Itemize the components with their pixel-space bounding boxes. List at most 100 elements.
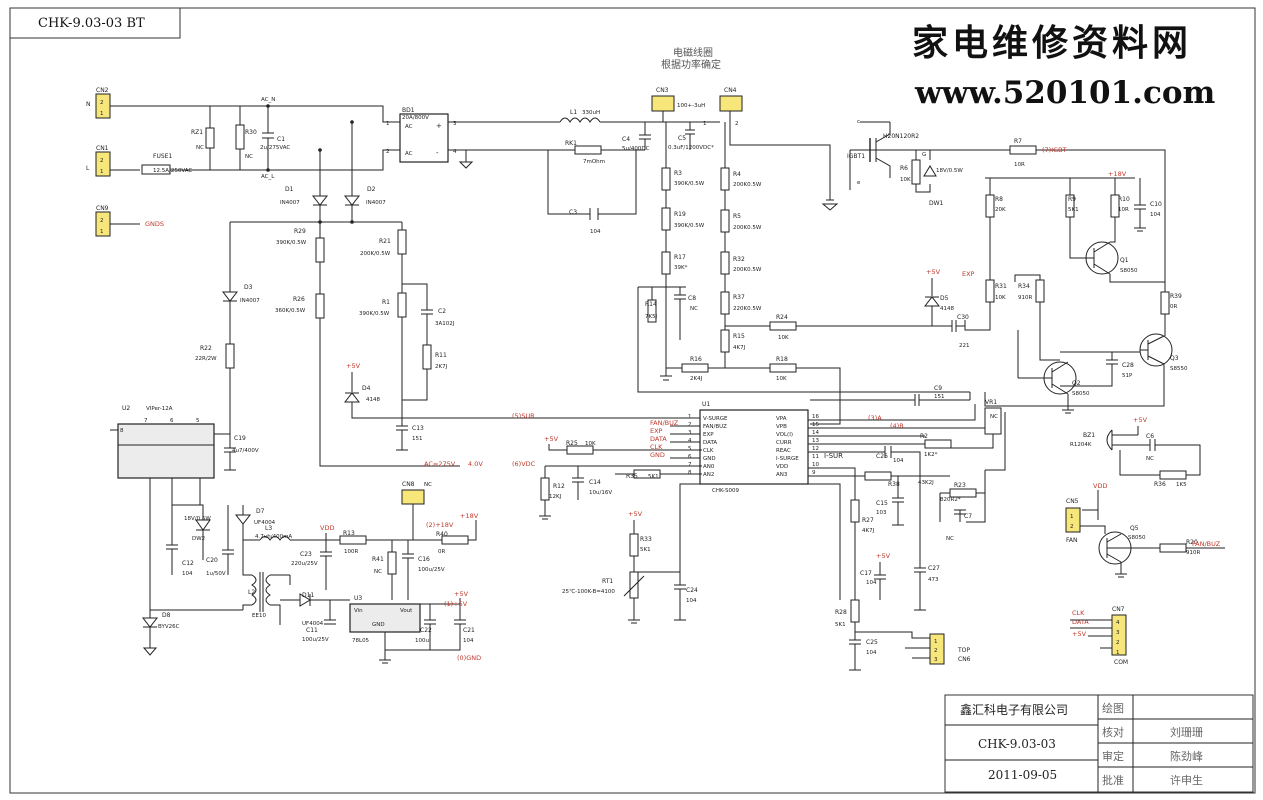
u1-pin-name-right: I-SURGE [776, 456, 799, 462]
svg-text:许申生: 许申生 [1170, 773, 1203, 787]
svg-text:C6: C6 [1146, 433, 1154, 440]
svg-text:Q3: Q3 [1170, 355, 1179, 362]
svg-text:U2: U2 [122, 405, 130, 412]
svg-text:20A/800V: 20A/800V [402, 115, 429, 121]
svg-text:221: 221 [959, 343, 970, 349]
svg-text:104: 104 [893, 458, 904, 464]
resistor-r39 [1160, 291, 1170, 315]
svg-text:CN6: CN6 [958, 656, 971, 663]
svg-text:VDD: VDD [320, 524, 334, 532]
svg-text:VDD: VDD [1093, 482, 1107, 490]
svg-text:S8050: S8050 [1120, 268, 1138, 274]
svg-text:+5V: +5V [544, 435, 559, 443]
svg-text:C14: C14 [589, 479, 601, 486]
svg-text:Q2: Q2 [1072, 380, 1081, 387]
svg-text:Q1: Q1 [1120, 257, 1129, 264]
svg-text:C5: C5 [678, 135, 686, 142]
svg-text:CLK: CLK [1072, 609, 1085, 617]
resistor-r13 [339, 535, 367, 545]
svg-text:RZ1: RZ1 [191, 129, 203, 136]
svg-text:NC: NC [946, 536, 954, 542]
svg-text:(7)IGBT: (7)IGBT [1042, 146, 1067, 154]
svg-text:VR1: VR1 [985, 399, 997, 406]
svg-text:R28: R28 [835, 609, 847, 616]
u1-pin-name-right: AN3 [776, 472, 788, 478]
svg-text:C2: C2 [438, 308, 446, 315]
svg-text:R35: R35 [626, 473, 638, 480]
svg-text:UF4004: UF4004 [302, 621, 324, 627]
inductor-l1 [559, 117, 601, 123]
svg-text:4: 4 [1116, 620, 1120, 626]
svg-text:4K7J: 4K7J [862, 528, 875, 534]
watermark-url: www.520101.com [914, 75, 1215, 111]
u1-pin-name-right: CURR [776, 440, 792, 446]
ic-u2 [117, 423, 215, 479]
svg-text:+5V: +5V [628, 510, 643, 518]
transformer-l2: L2 EE10 [248, 572, 271, 619]
u1-pin-number-left: 4 [688, 438, 692, 444]
svg-text:2K7J: 2K7J [435, 364, 448, 370]
resistor-r8 [985, 194, 995, 218]
svg-text:104: 104 [866, 580, 877, 586]
svg-text:10K: 10K [995, 295, 1006, 301]
svg-text:NC: NC [690, 306, 698, 312]
connector-cn4 [719, 95, 743, 112]
resistor-r17 [661, 251, 671, 275]
svg-text:(1)+5V: (1)+5V [444, 600, 468, 608]
svg-text:5K1: 5K1 [835, 622, 846, 628]
resistor-r29 [315, 237, 325, 263]
transistor-q2: Q2 S8050 [1018, 361, 1090, 397]
svg-text:5K1: 5K1 [1068, 207, 1079, 213]
svg-text:R2: R2 [920, 433, 928, 440]
svg-text:S8050: S8050 [1128, 535, 1146, 541]
svg-text:D2: D2 [367, 186, 376, 193]
transistor-q1: Q1 S8050 [1080, 241, 1138, 275]
title-block: 鑫汇科电子有限公司 CHK-9.03-03 2011-09-05 绘图 核对 审… [944, 694, 1254, 793]
svg-text:C24: C24 [686, 587, 698, 594]
svg-text:+18V: +18V [460, 512, 479, 520]
svg-text:CN8: CN8 [402, 481, 415, 488]
svg-text:C15: C15 [876, 500, 888, 507]
connector-cn6 [929, 633, 945, 665]
svg-text:R30: R30 [245, 129, 257, 136]
svg-text:0R: 0R [438, 549, 445, 555]
svg-text:104: 104 [866, 650, 877, 656]
svg-text:U1: U1 [702, 401, 710, 408]
svg-text:NC: NC [424, 482, 432, 488]
resistor-r4 [720, 167, 730, 191]
svg-text:100+-3uH: 100+-3uH [677, 103, 705, 109]
u1-pin-number-right: 13 [812, 438, 819, 444]
resistor-r31 [985, 279, 995, 303]
u1-pin-net-label: EXP [650, 427, 663, 435]
svg-text:EXP: EXP [962, 270, 975, 278]
resistor-r23 [949, 488, 977, 498]
svg-text:2: 2 [100, 218, 104, 224]
svg-text:3A102J: 3A102J [435, 321, 455, 327]
u1-pin-number-left: 3 [688, 430, 692, 436]
svg-text:R3: R3 [674, 170, 682, 177]
svg-text:C13: C13 [412, 425, 424, 432]
svg-text:EE10: EE10 [252, 613, 266, 619]
svg-text:+5V: +5V [876, 552, 891, 560]
svg-text:C28: C28 [1122, 362, 1134, 369]
svg-text:S8550: S8550 [1170, 366, 1188, 372]
svg-text:R40: R40 [436, 531, 448, 538]
resistor-r33 [629, 533, 639, 557]
connector-cn7 [1111, 614, 1127, 656]
svg-text:10K: 10K [585, 441, 596, 447]
watermark-chinese: 家电维修资料网 [912, 22, 1192, 64]
svg-text:NC: NC [196, 145, 204, 151]
svg-text:C22: C22 [420, 627, 432, 634]
svg-text:FUSE1: FUSE1 [153, 153, 172, 160]
svg-text:FAN: FAN [1066, 537, 1078, 544]
u1-pin-net-label: DATA [650, 435, 667, 443]
svg-text:C23: C23 [300, 551, 312, 558]
svg-text:0R: 0R [1170, 304, 1177, 310]
company-name: 鑫汇科电子有限公司 [960, 702, 1068, 717]
resistor-r11 [422, 344, 432, 370]
u1-pin-number-left: 2 [688, 422, 692, 428]
svg-text:L3: L3 [265, 525, 272, 532]
svg-text:100u/25V: 100u/25V [302, 637, 329, 643]
svg-text:1: 1 [934, 639, 938, 645]
